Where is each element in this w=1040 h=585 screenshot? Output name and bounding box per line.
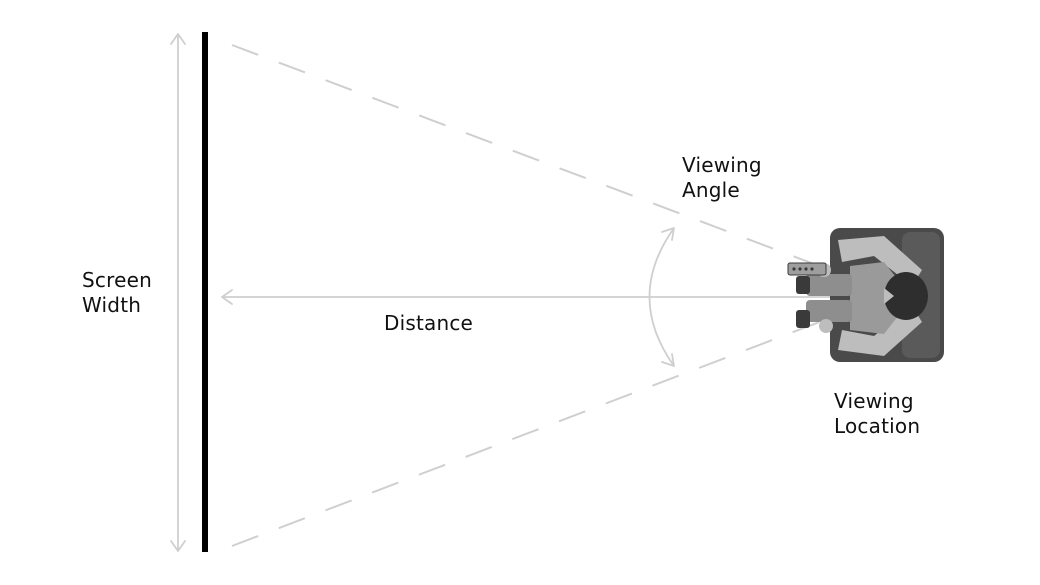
tv-screen: [202, 32, 208, 552]
viewing-location-label-line-2: Location: [834, 414, 921, 438]
screen-width-label-line-1: Screen: [82, 268, 152, 292]
screen-width-label: Screen Width: [82, 268, 152, 318]
viewing-cone-upper-line: [231, 44, 831, 271]
screen-width-arrow: [170, 33, 186, 552]
viewing-angle-label-line-1: Viewing: [682, 153, 762, 177]
viewing-location-label-line-1: Viewing: [834, 389, 914, 413]
person-seated-in-chair-icon: [796, 228, 944, 362]
viewing-location-label: Viewing Location: [834, 389, 920, 439]
distance-arrow: [221, 289, 868, 305]
viewing-cone-lower-line: [231, 317, 831, 547]
distance-label-text: Distance: [384, 311, 474, 335]
viewing-angle-label-line-2: Angle: [682, 178, 740, 202]
viewing-angle-arc: [648, 227, 675, 367]
screen-width-label-line-2: Width: [82, 293, 142, 317]
remote-control-icon: [787, 262, 827, 276]
distance-label: Distance: [384, 311, 473, 336]
viewing-angle-label: Viewing Angle: [682, 153, 762, 203]
